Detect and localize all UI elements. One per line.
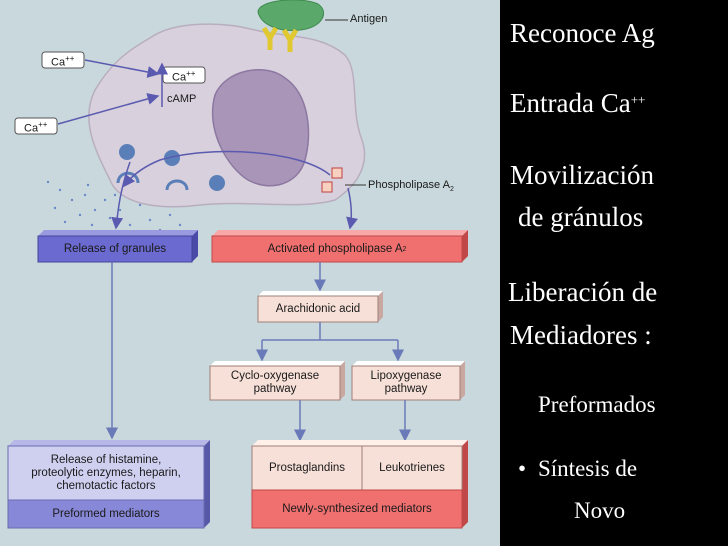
diagram-graphics: [7, 0, 468, 529]
slide-item-release-1: Liberación de: [508, 277, 658, 307]
activated-pla-box: [211, 235, 463, 263]
ca-text: Ca: [172, 71, 187, 84]
lipoxygenase-box: [351, 365, 461, 401]
antigen-shape: [257, 0, 324, 31]
cyclooxygenase-label: Cyclo-oxygenase pathway: [210, 366, 340, 400]
slide-item-synthesis-2: Novo: [574, 498, 626, 523]
ca-text: Ca: [51, 56, 66, 69]
histamine-box: [7, 445, 205, 501]
mast-cell-diagram: Antigen Ca++ Ca++ Ca++ cAMP Phospholipas…: [0, 0, 500, 546]
ca-box-outside-2: [14, 117, 58, 135]
granule: [119, 144, 135, 160]
histamine-label: Release of histamine, proteolytic enzyme…: [8, 446, 204, 500]
slide-bullet: •: [518, 456, 527, 481]
granule-exocytosis: [165, 179, 189, 191]
preformed-mediators-label: Preformed mediators: [52, 507, 160, 520]
release-granules-box: [37, 235, 193, 263]
phospholipase-marker: [321, 181, 333, 193]
prostaglandins-label: Prostaglandins: [268, 461, 346, 474]
cyclooxygenase-line1: Cyclo-oxygenase: [230, 370, 320, 382]
ca-superscript: ++: [186, 69, 196, 78]
phospholipase-subscript: 2: [449, 186, 454, 194]
calcium-superscript: ++: [630, 92, 646, 107]
granule: [209, 175, 225, 191]
antigen-label: Antigen: [350, 13, 388, 25]
slide-item-release-2: Mediadores :: [510, 320, 652, 350]
ca-superscript: ++: [65, 54, 75, 63]
leukotrienes-label: Leukotrienes: [379, 461, 445, 474]
cyclooxygenase-box: [209, 365, 341, 401]
histamine-line1: Release of histamine,: [50, 453, 162, 466]
leukotrienes-box: [361, 445, 463, 491]
preformed-mediators-box: [7, 499, 205, 529]
slide-item-calcium: Entrada Ca++: [510, 86, 645, 120]
calcium-text: Entrada Ca: [510, 88, 631, 118]
newly-synthesized-box: [251, 489, 463, 529]
slide-item-synthesis-1: Síntesis de: [538, 456, 638, 481]
slide-item-mobilization-2: de gránulos: [518, 202, 644, 232]
lipoxygenase-line1: Lipoxygenase: [370, 370, 442, 382]
camp-label: cAMP: [167, 93, 197, 105]
phospholipase-text: Phospholipase A: [368, 179, 450, 191]
arachidonic-box: [257, 295, 379, 323]
cyclooxygenase-line2: pathway: [253, 383, 297, 395]
ca-box-outside-1: [41, 51, 85, 69]
release-granules-label: Release of granules: [63, 242, 167, 255]
ca-inside-label: Ca++: [172, 69, 195, 84]
ca-outside-label-1: Ca++: [51, 54, 74, 69]
activated-pla-text: Activated phospholipase A: [267, 242, 403, 255]
arachidonic-label: Arachidonic acid: [275, 302, 361, 315]
slide-item-preformed: Preformados: [538, 392, 656, 417]
phospholipase-marker: [331, 167, 343, 179]
slide-item-mobilization-1: Movilización: [510, 160, 654, 190]
phospholipase-label: Phospholipase A2: [368, 179, 454, 193]
lipoxygenase-label: Lipoxygenase pathway: [352, 366, 460, 400]
granule: [164, 150, 180, 166]
ca-superscript: ++: [38, 120, 48, 129]
ca-text: Ca: [24, 122, 39, 135]
histamine-line2: proteolytic enzymes, heparin,: [31, 466, 181, 479]
receptor-ige: [281, 28, 299, 52]
activated-pla-subscript: 2: [402, 245, 407, 253]
histamine-line3: chemotactic factors: [56, 479, 156, 492]
newly-synthesized-label: Newly-synthesized mediators: [282, 502, 432, 515]
slide-item-recognize: Reconoce Ag: [510, 18, 655, 48]
ca-outside-label-2: Ca++: [24, 120, 47, 135]
slide-text-panel: Reconoce Ag Entrada Ca++ Movilización de…: [500, 0, 728, 546]
lipoxygenase-line2: pathway: [384, 383, 428, 395]
ca-box-inside: [162, 66, 206, 84]
receptor-ige: [261, 26, 279, 50]
